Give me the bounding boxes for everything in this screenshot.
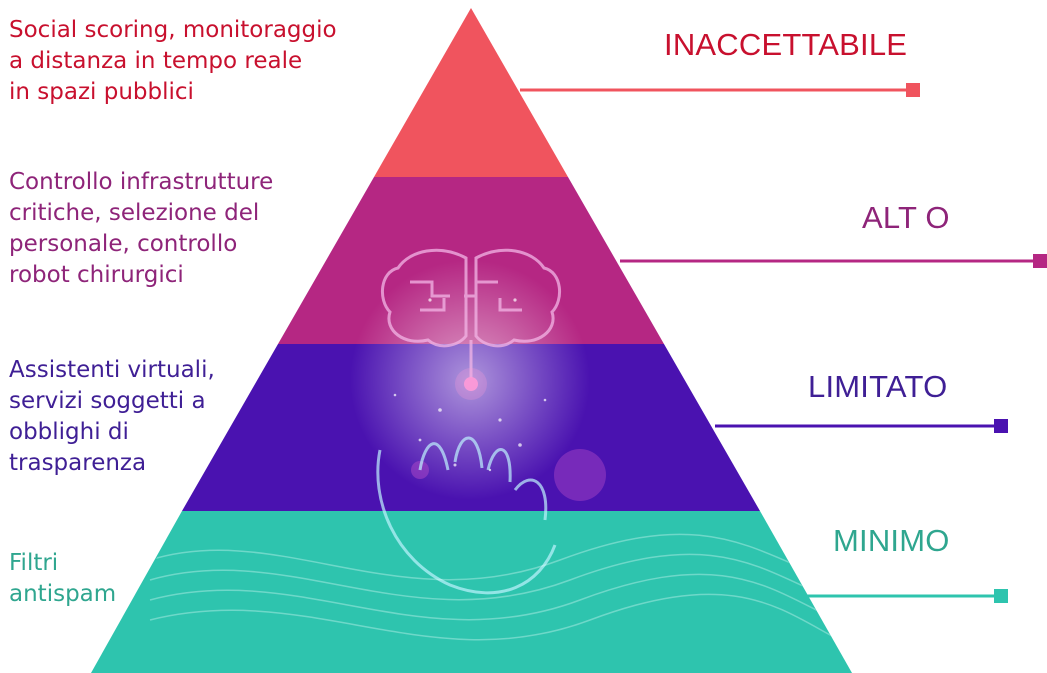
tier-high-description: Controllo infrastrutture critiche, selez… bbox=[9, 169, 274, 288]
tier-high-label: ALT O bbox=[862, 200, 950, 235]
tier-minimal-label: MINIMO bbox=[833, 523, 950, 558]
brain-icon bbox=[381, 248, 561, 378]
tier-unacceptable-segment bbox=[374, 8, 568, 177]
connector-high bbox=[620, 254, 1047, 268]
tier-unacceptable-label: INACCETTABILE bbox=[664, 27, 908, 62]
tier-unacceptable-description: Social scoring, monitoraggio a distanza … bbox=[9, 17, 337, 105]
connector-limited bbox=[715, 419, 1008, 433]
connector-unacceptable bbox=[520, 83, 920, 97]
ai-artwork bbox=[149, 248, 852, 651]
tier-limited-description: Assistenti virtuali, servizi soggetti a … bbox=[9, 357, 215, 476]
hand-icon bbox=[376, 436, 557, 595]
connector-minimal bbox=[805, 589, 1008, 603]
tier-minimal-description: Filtri antispam bbox=[9, 550, 117, 607]
tier-limited-label: LIMITATO bbox=[808, 369, 948, 404]
